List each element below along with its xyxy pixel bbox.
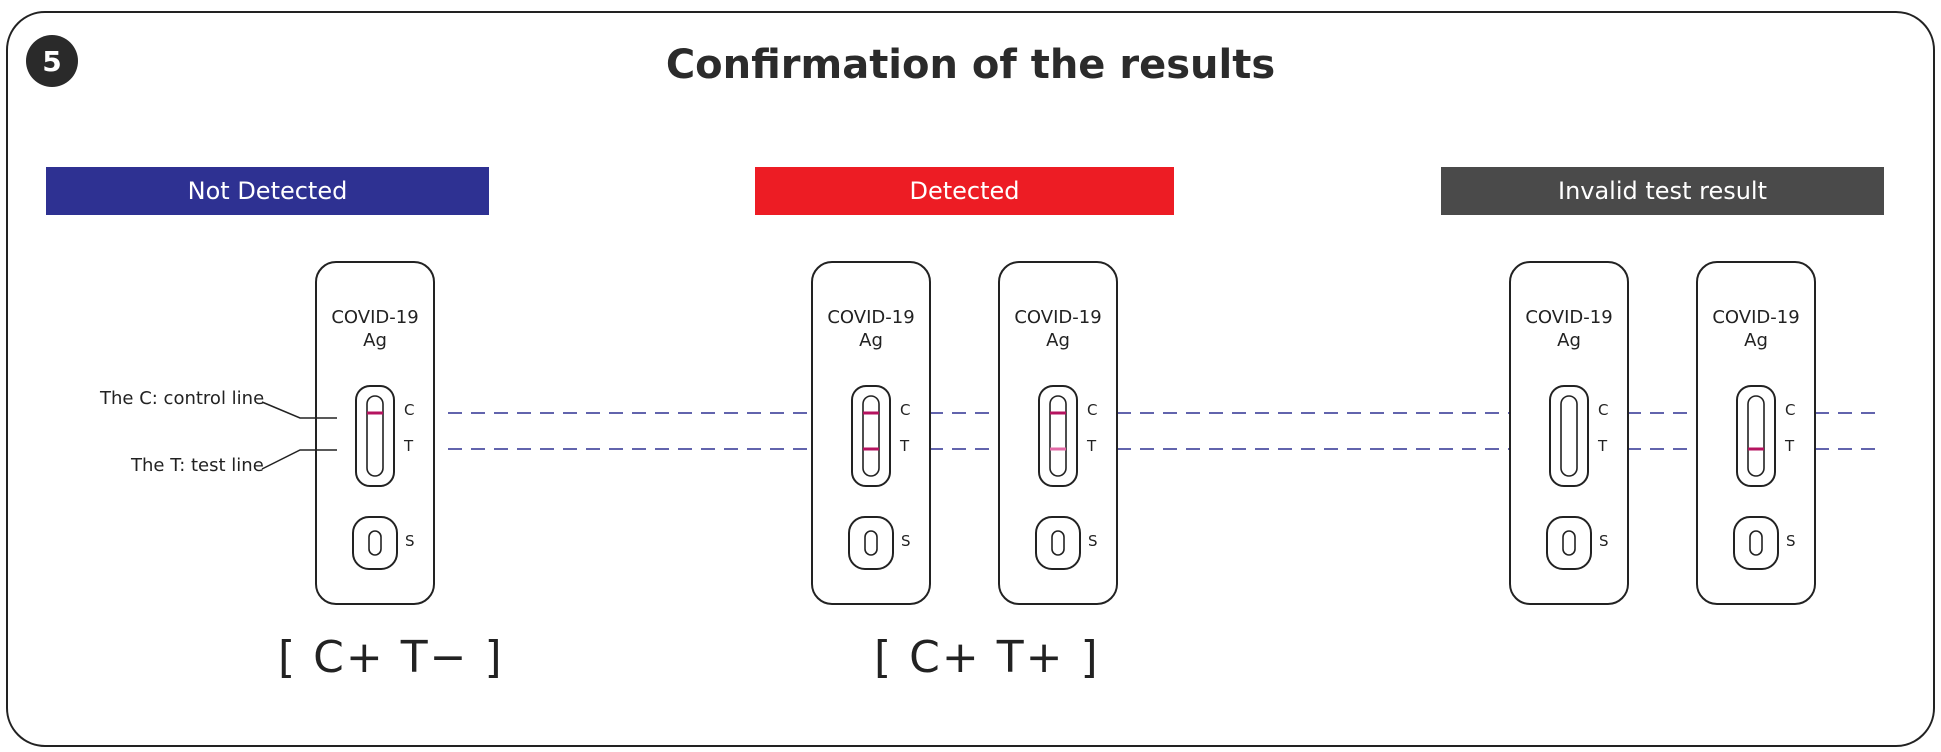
result-code-not-detected: [ C+ T− ] xyxy=(278,632,504,683)
marker-t: T xyxy=(1784,437,1795,455)
test-line-label: The T: test line xyxy=(131,455,264,476)
cassette-name: COVID-19 xyxy=(331,307,418,328)
sample-hole xyxy=(368,530,382,556)
control-line-pointer xyxy=(261,401,337,419)
marker-s: S xyxy=(901,532,911,550)
marker-c: C xyxy=(1785,401,1795,419)
cassette-name-sub: Ag xyxy=(363,330,387,351)
marker-c: C xyxy=(900,401,910,419)
test-strip xyxy=(1049,395,1067,477)
marker-t: T xyxy=(1086,437,1097,455)
cassette-name-sub: Ag xyxy=(859,330,883,351)
marker-c: C xyxy=(1598,401,1608,419)
alignment-guides xyxy=(448,412,1884,450)
marker-t: T xyxy=(403,437,414,455)
cassette-name: COVID-19 xyxy=(1712,307,1799,328)
marker-t: T xyxy=(899,437,910,455)
category-invalid: Invalid test result xyxy=(1441,167,1884,215)
test-strip xyxy=(862,395,880,477)
marker-c: C xyxy=(404,401,414,419)
step-number-badge: 5 xyxy=(26,35,78,87)
callout-pointers xyxy=(261,401,337,470)
marker-c: C xyxy=(1087,401,1097,419)
category-detected: Detected xyxy=(755,167,1174,215)
sample-hole xyxy=(1562,530,1576,556)
control-line-label: The C: control line xyxy=(100,388,265,409)
test-strip xyxy=(366,395,384,477)
test-strip xyxy=(1560,395,1578,477)
test-strip xyxy=(1747,395,1765,477)
sample-hole xyxy=(1749,530,1763,556)
cassette-group: COVID-19AgCTSCOVID-19AgCTSCOVID-19AgCTSC… xyxy=(315,261,1816,605)
sample-hole xyxy=(864,530,878,556)
marker-s: S xyxy=(1088,532,1098,550)
result-code-detected: [ C+ T+ ] xyxy=(874,632,1100,683)
page-title: Confirmation of the results xyxy=(665,42,1276,88)
cassette-name: COVID-19 xyxy=(1014,307,1101,328)
marker-s: S xyxy=(1786,532,1796,550)
test-line-pointer xyxy=(261,449,337,470)
cassette-name: COVID-19 xyxy=(827,307,914,328)
cassette-name-sub: Ag xyxy=(1046,330,1070,351)
marker-t: T xyxy=(1597,437,1608,455)
category-not-detected: Not Detected xyxy=(46,167,489,215)
sample-hole xyxy=(1051,530,1065,556)
cassette-name-sub: Ag xyxy=(1744,330,1768,351)
marker-s: S xyxy=(1599,532,1609,550)
cassette-name: COVID-19 xyxy=(1525,307,1612,328)
cassette-name-sub: Ag xyxy=(1557,330,1581,351)
marker-s: S xyxy=(405,532,415,550)
